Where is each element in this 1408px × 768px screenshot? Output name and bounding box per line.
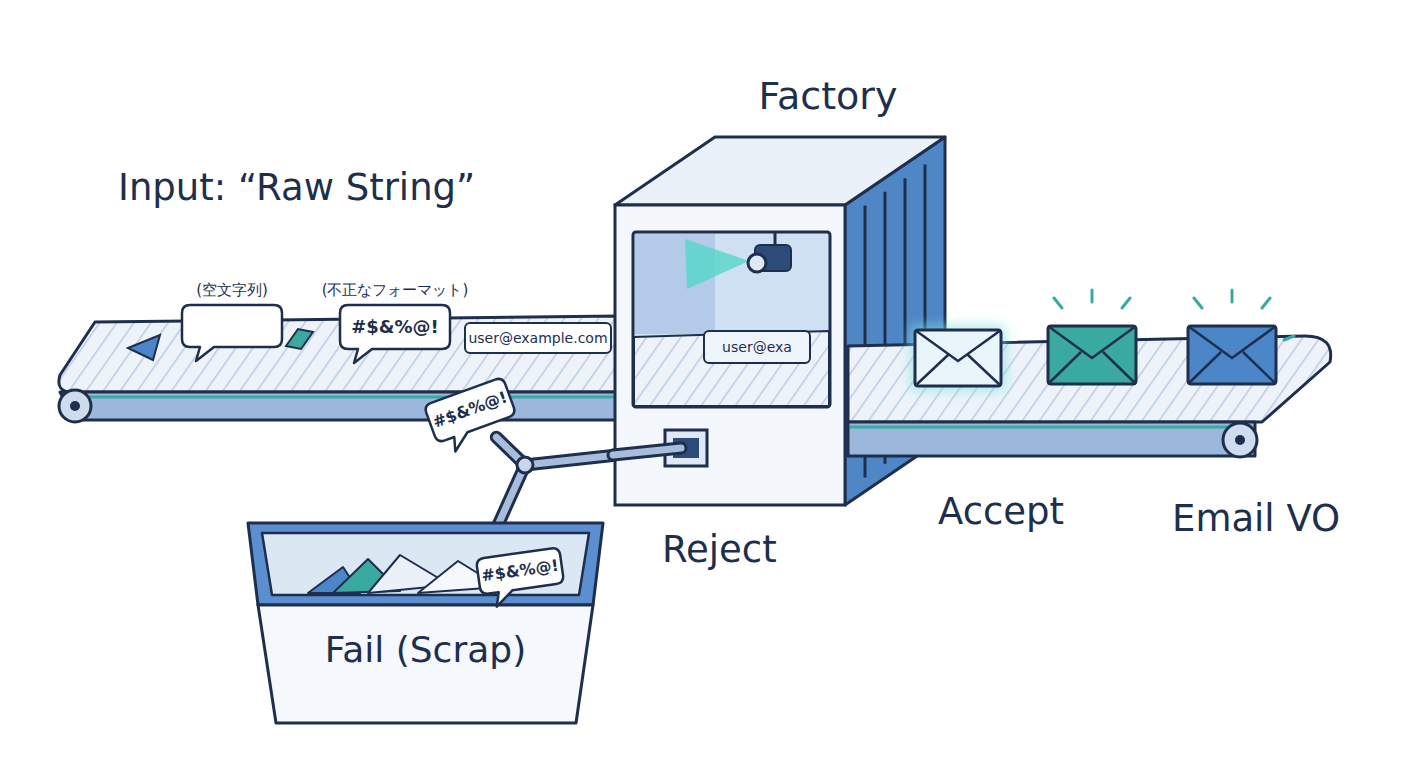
input-label: Input: “Raw String” <box>118 166 475 209</box>
output-label: Email VO <box>1172 497 1340 540</box>
machine-top <box>615 137 945 205</box>
scrap-triangle <box>128 335 160 360</box>
exit-slat <box>904 178 907 450</box>
conveyor-belt-side <box>848 422 1255 456</box>
conveyor-stripe <box>850 426 1240 429</box>
conveyor-roller <box>1223 423 1257 457</box>
machine-front <box>615 205 845 505</box>
conveyor-roller <box>59 390 91 422</box>
bubble-shape <box>424 377 521 456</box>
tag-text: user@example.com <box>466 324 610 352</box>
envelope-flap <box>915 330 1001 386</box>
envelope-glow <box>910 325 1006 391</box>
string-tag: user@exa <box>703 330 811 364</box>
exit-slat <box>924 165 927 437</box>
bin-label: Fail (Scrap) <box>248 629 603 670</box>
arm-joint <box>517 457 533 473</box>
factory-machine: Factoryuser@exa <box>615 137 950 507</box>
conveyor-stripe <box>76 396 620 399</box>
bubble-shape <box>182 305 282 361</box>
scrap-bin-outline <box>248 515 603 727</box>
speech-bubble: (不正なフォーマット)#$&%@! <box>340 305 450 349</box>
bubble-caption: (不正なフォーマット) <box>322 282 469 299</box>
exit-slat <box>864 205 867 477</box>
conveyor-belt-side <box>60 392 620 420</box>
exit-slat <box>884 192 887 464</box>
bubble-shape <box>476 547 566 608</box>
factory-machine-outline <box>615 137 950 507</box>
bubble-caption: (空文字列) <box>196 282 268 299</box>
envelope-flap <box>1048 326 1136 384</box>
bubble-text: #$&%@! <box>424 377 517 443</box>
bubble-text: #$&%@! <box>340 305 450 349</box>
sparkle-marks <box>1054 290 1294 340</box>
scrap-diamond <box>286 329 313 349</box>
string-tag: user@example.com <box>464 322 612 354</box>
envelope <box>1048 326 1136 384</box>
speech-bubble: (空文字列) <box>182 305 282 347</box>
speech-bubble-outline <box>182 305 282 347</box>
envelope <box>915 330 1001 386</box>
reject-label: Reject <box>662 528 777 571</box>
robot-arm <box>613 448 681 455</box>
inspection-window <box>633 232 830 407</box>
robot-arm-outline <box>613 448 681 455</box>
roller-axle <box>1235 435 1245 445</box>
scan-beam <box>685 239 749 289</box>
edge-group <box>496 437 615 465</box>
robot-arm <box>496 437 615 465</box>
machine-title: Factory <box>759 75 898 119</box>
envelope <box>1188 326 1276 384</box>
scrap-bin: Fail (Scrap)#$&%@! <box>248 515 603 727</box>
tag-text: user@exa <box>705 332 809 362</box>
camera-lens <box>748 254 766 272</box>
roller-axle <box>70 401 80 411</box>
bin-rim <box>248 523 603 605</box>
robot-arm-connector <box>496 437 615 465</box>
speech-bubble: #$&%@! <box>424 377 517 443</box>
conveyor-belt-top <box>848 336 1331 422</box>
bubble-shape <box>340 305 450 363</box>
robot-arm-outline <box>496 437 615 465</box>
envelope-flap <box>1188 326 1276 384</box>
accept-label: Accept <box>938 490 1064 533</box>
inner-belt <box>634 331 829 406</box>
